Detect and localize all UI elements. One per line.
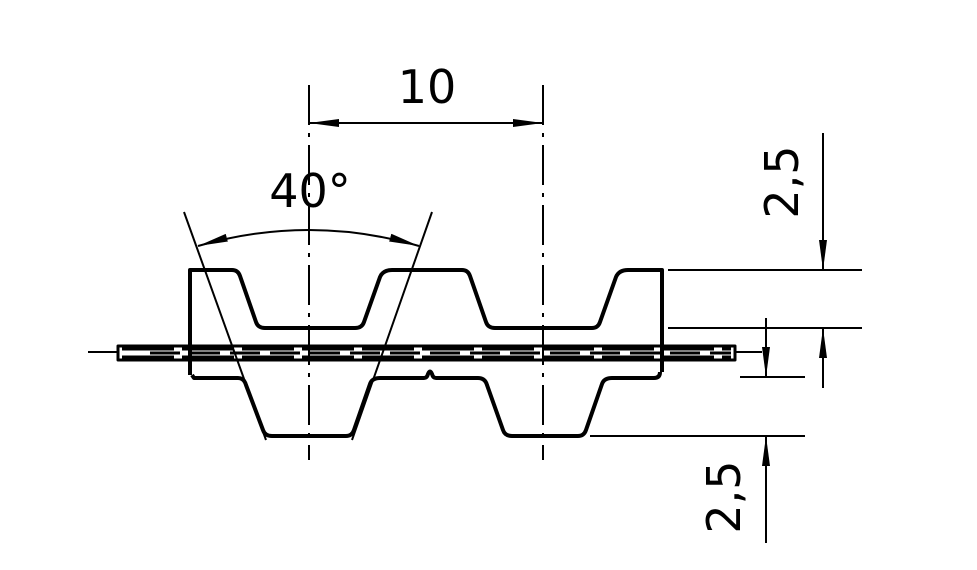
upper-teeth-outline [188,268,664,375]
angle-arc [197,229,420,247]
centerlines [88,85,762,460]
belt-profile [116,268,737,438]
pitch-label: 10 [398,60,457,114]
angle-label: 40° [269,164,351,218]
angle-flank-right [351,211,433,441]
tension-cord [116,344,737,362]
bottom-height-dimension [590,318,805,543]
top-height-label: 2,5 [755,145,809,218]
lower-teeth-outline [190,369,662,438]
cord-strands [122,347,731,359]
bottom-height-label: 2,5 [697,460,751,533]
angle-flank-left [183,211,267,441]
angle-dimension [183,211,433,441]
